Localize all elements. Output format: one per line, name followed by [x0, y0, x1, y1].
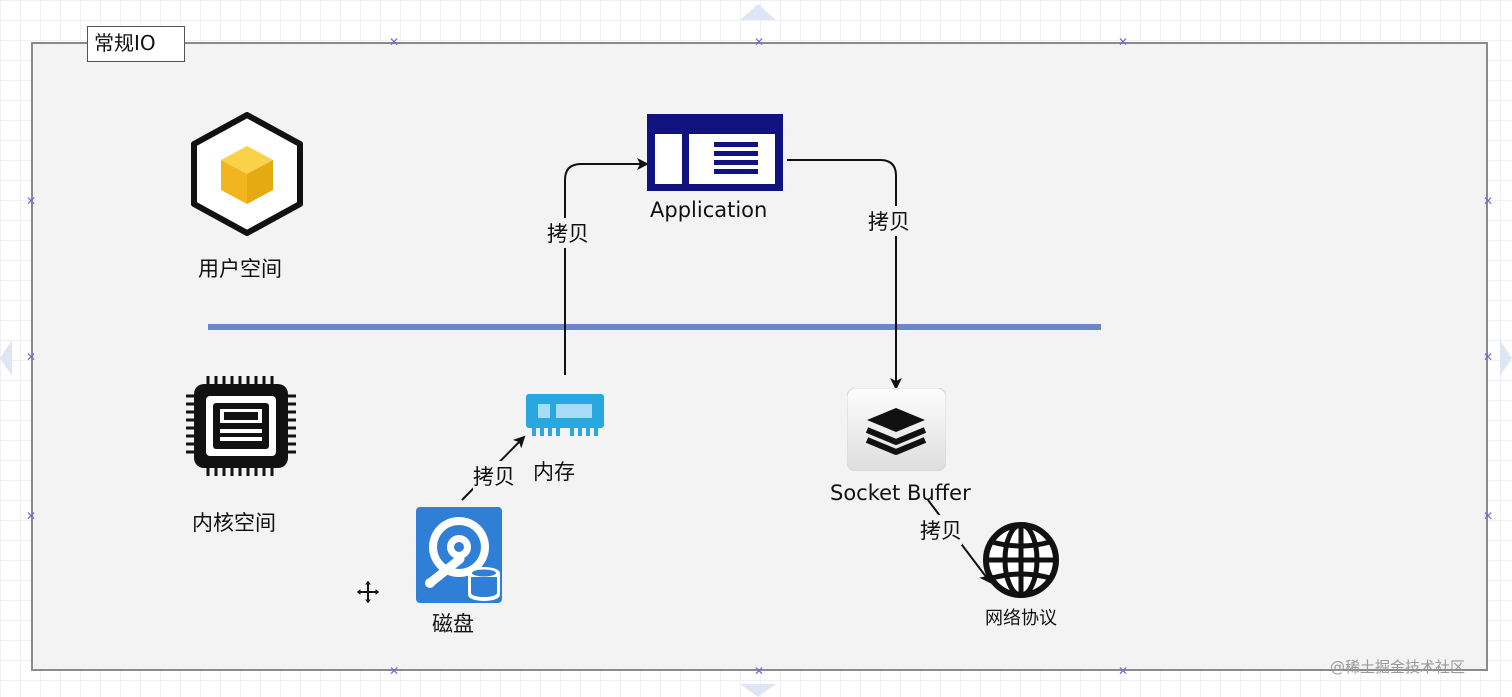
hard-disk-icon[interactable]: [416, 507, 502, 603]
user-space-label[interactable]: 用户空间: [198, 257, 282, 281]
edge-label-app-to-socket[interactable]: 拷贝: [868, 206, 910, 236]
selection-handle[interactable]: ✕: [753, 664, 765, 678]
stack-layers-icon[interactable]: [847, 388, 946, 471]
frame-title[interactable]: 常规IO: [87, 26, 185, 62]
edge-handle-top: [740, 4, 776, 20]
disk-label[interactable]: 磁盘: [432, 612, 474, 636]
selection-handle[interactable]: ✕: [1482, 350, 1494, 364]
connector-memory-to-app: [564, 158, 649, 375]
selection-handle[interactable]: ✕: [25, 194, 37, 208]
selection-handle[interactable]: ✕: [1117, 664, 1129, 678]
selection-handle[interactable]: ✕: [25, 350, 37, 364]
edge-handle-right: [1500, 340, 1512, 376]
watermark: @稀土掘金技术社区: [1330, 658, 1466, 676]
memory-label[interactable]: 内存: [533, 460, 575, 484]
selection-handle[interactable]: ✕: [1117, 35, 1129, 49]
kernel-space-label[interactable]: 内核空间: [192, 511, 276, 535]
selection-handle[interactable]: ✕: [25, 509, 37, 523]
selection-handle[interactable]: ✕: [388, 664, 400, 678]
selection-handle[interactable]: ✕: [1482, 509, 1494, 523]
space-divider-line[interactable]: [208, 324, 1101, 330]
edge-handle-left: [0, 340, 12, 376]
edge-label-disk-to-memory[interactable]: 拷贝: [473, 461, 515, 491]
application-window-icon[interactable]: [647, 114, 783, 191]
move-cursor-icon: [355, 579, 381, 605]
network-label[interactable]: 网络协议: [985, 608, 1057, 629]
application-label[interactable]: Application: [650, 198, 768, 222]
edge-handle-bottom: [740, 684, 776, 697]
selection-handle[interactable]: ✕: [1482, 194, 1494, 208]
edge-label-socket-to-network[interactable]: 拷贝: [920, 515, 962, 545]
selection-handle[interactable]: ✕: [753, 35, 765, 49]
globe-icon[interactable]: [982, 522, 1060, 598]
cpu-chip-icon[interactable]: [186, 376, 296, 476]
connector-app-to-socket: [787, 159, 902, 390]
socket-buffer-label[interactable]: Socket Buffer: [830, 481, 971, 505]
edge-label-memory-to-app[interactable]: 拷贝: [547, 218, 589, 248]
selection-handle[interactable]: ✕: [388, 35, 400, 49]
memory-module-icon[interactable]: [526, 394, 604, 438]
cube-icon[interactable]: [190, 112, 304, 236]
